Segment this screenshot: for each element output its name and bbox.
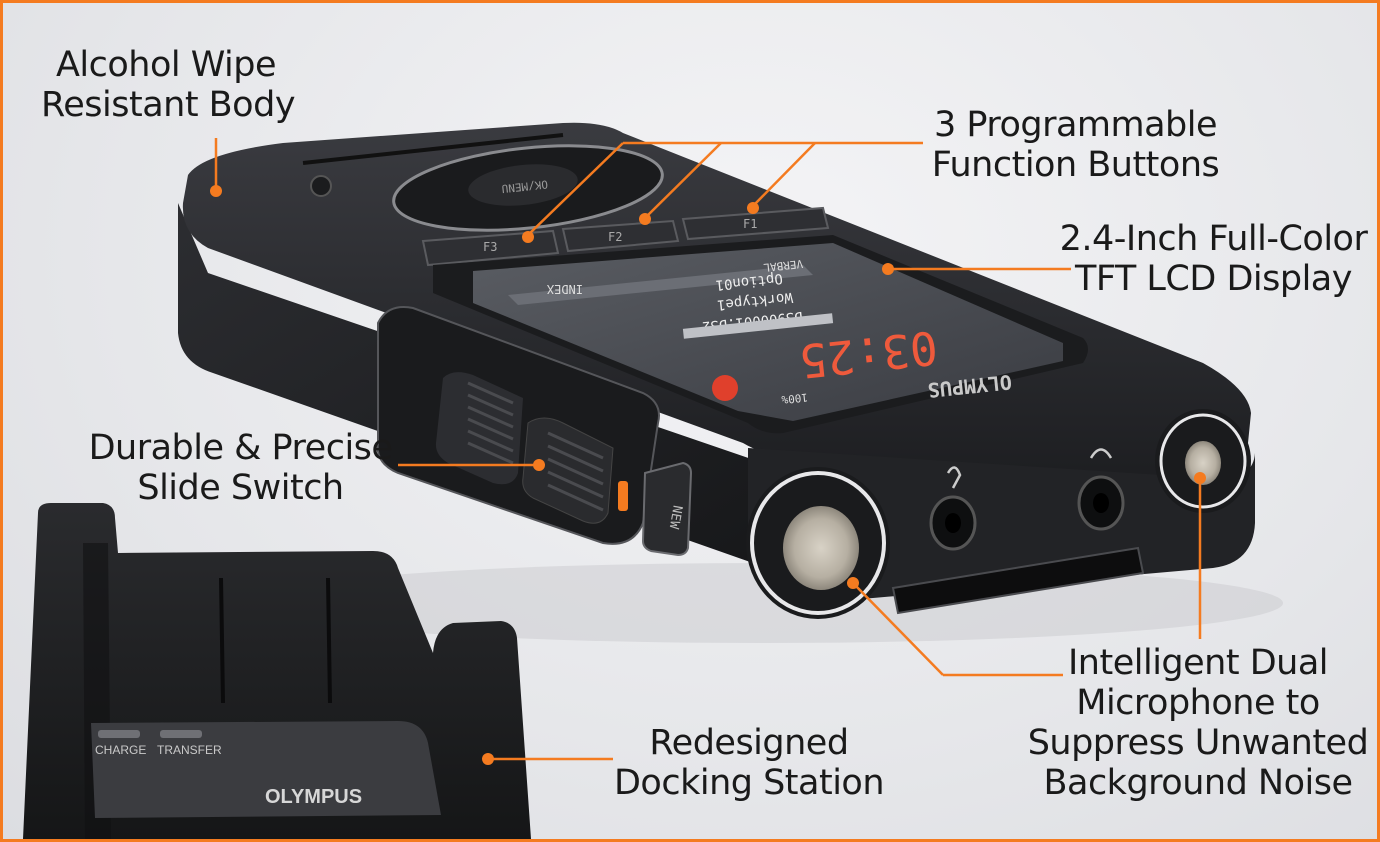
callout-body-line-2: Resistant Body bbox=[41, 85, 296, 125]
lcd-verbal: VERBAL bbox=[762, 257, 803, 274]
lcd-option: Option01 bbox=[715, 270, 784, 293]
callout-display-line-2: TFT LCD Display bbox=[1075, 259, 1352, 299]
callout-slide-line-1: Durable & Precise bbox=[88, 428, 393, 468]
dock-transfer-label: TRANSFER bbox=[157, 743, 222, 757]
button-f1-label: F1 bbox=[743, 217, 757, 231]
audio-jacks bbox=[929, 448, 1125, 551]
callout-microphone-line-1: Intelligent Dual bbox=[1067, 643, 1329, 683]
slide-switch bbox=[376, 306, 660, 545]
callout-dock: Redesigned Docking Station bbox=[613, 723, 885, 803]
new-button-label: NEW bbox=[666, 504, 685, 530]
callout-buttons: 3 Programmable Function Buttons bbox=[928, 105, 1223, 185]
callout-lines bbox=[214, 138, 1202, 761]
lcd-battery: 100% bbox=[780, 390, 808, 406]
callout-dots bbox=[210, 185, 1206, 765]
dock-brand: OLYMPUS bbox=[265, 786, 362, 808]
microphone-jack-icon bbox=[946, 466, 962, 489]
callout-slide: Durable & Precise Slide Switch bbox=[88, 428, 393, 508]
right-microphone bbox=[1155, 409, 1251, 513]
record-indicator-icon bbox=[712, 375, 738, 401]
callout-body: Alcohol Wipe Resistant Body bbox=[41, 45, 296, 125]
lcd-worktype: Worktype1 bbox=[716, 289, 793, 313]
nav-center-label: OK/MENU bbox=[501, 177, 548, 195]
callout-body-line-1: Alcohol Wipe bbox=[55, 45, 277, 85]
headphone-icon bbox=[1089, 448, 1113, 459]
callout-microphone-line-4: Background Noise bbox=[1043, 763, 1353, 803]
left-microphone bbox=[746, 467, 890, 619]
callout-slide-line-2: Slide Switch bbox=[137, 468, 344, 508]
docking-station: CHARGE TRANSFER OLYMPUS bbox=[23, 503, 531, 839]
callout-display-line-1: 2.4-Inch Full-Color bbox=[1059, 219, 1368, 259]
new-button: NEW bbox=[641, 461, 693, 557]
callout-microphone-line-2: Microphone to bbox=[1076, 683, 1320, 723]
callout-buttons-line-1: 3 Programmable bbox=[933, 105, 1218, 145]
button-f2-label: F2 bbox=[608, 230, 622, 244]
dock-charge-label: CHARGE bbox=[95, 743, 146, 757]
callout-microphone-line-3: Suppress Unwanted bbox=[1027, 723, 1369, 763]
product-photo: OK/MENU F3 F2 F1 INDEX VERBAL Option01 W… bbox=[23, 122, 1283, 839]
callout-display: 2.4-Inch Full-Color TFT LCD Display bbox=[1056, 219, 1371, 299]
callout-dock-line-1: Redesigned bbox=[649, 723, 849, 763]
button-f3-label: F3 bbox=[483, 240, 497, 254]
callout-dock-line-2: Docking Station bbox=[613, 763, 885, 803]
lcd-index: INDEX bbox=[546, 282, 583, 296]
lcd-display: INDEX VERBAL Option01 Worktype1 DS900001… bbox=[433, 235, 1088, 434]
callout-buttons-line-2: Function Buttons bbox=[931, 145, 1220, 185]
callout-microphone: Intelligent Dual Microphone to Suppress … bbox=[1023, 643, 1373, 803]
